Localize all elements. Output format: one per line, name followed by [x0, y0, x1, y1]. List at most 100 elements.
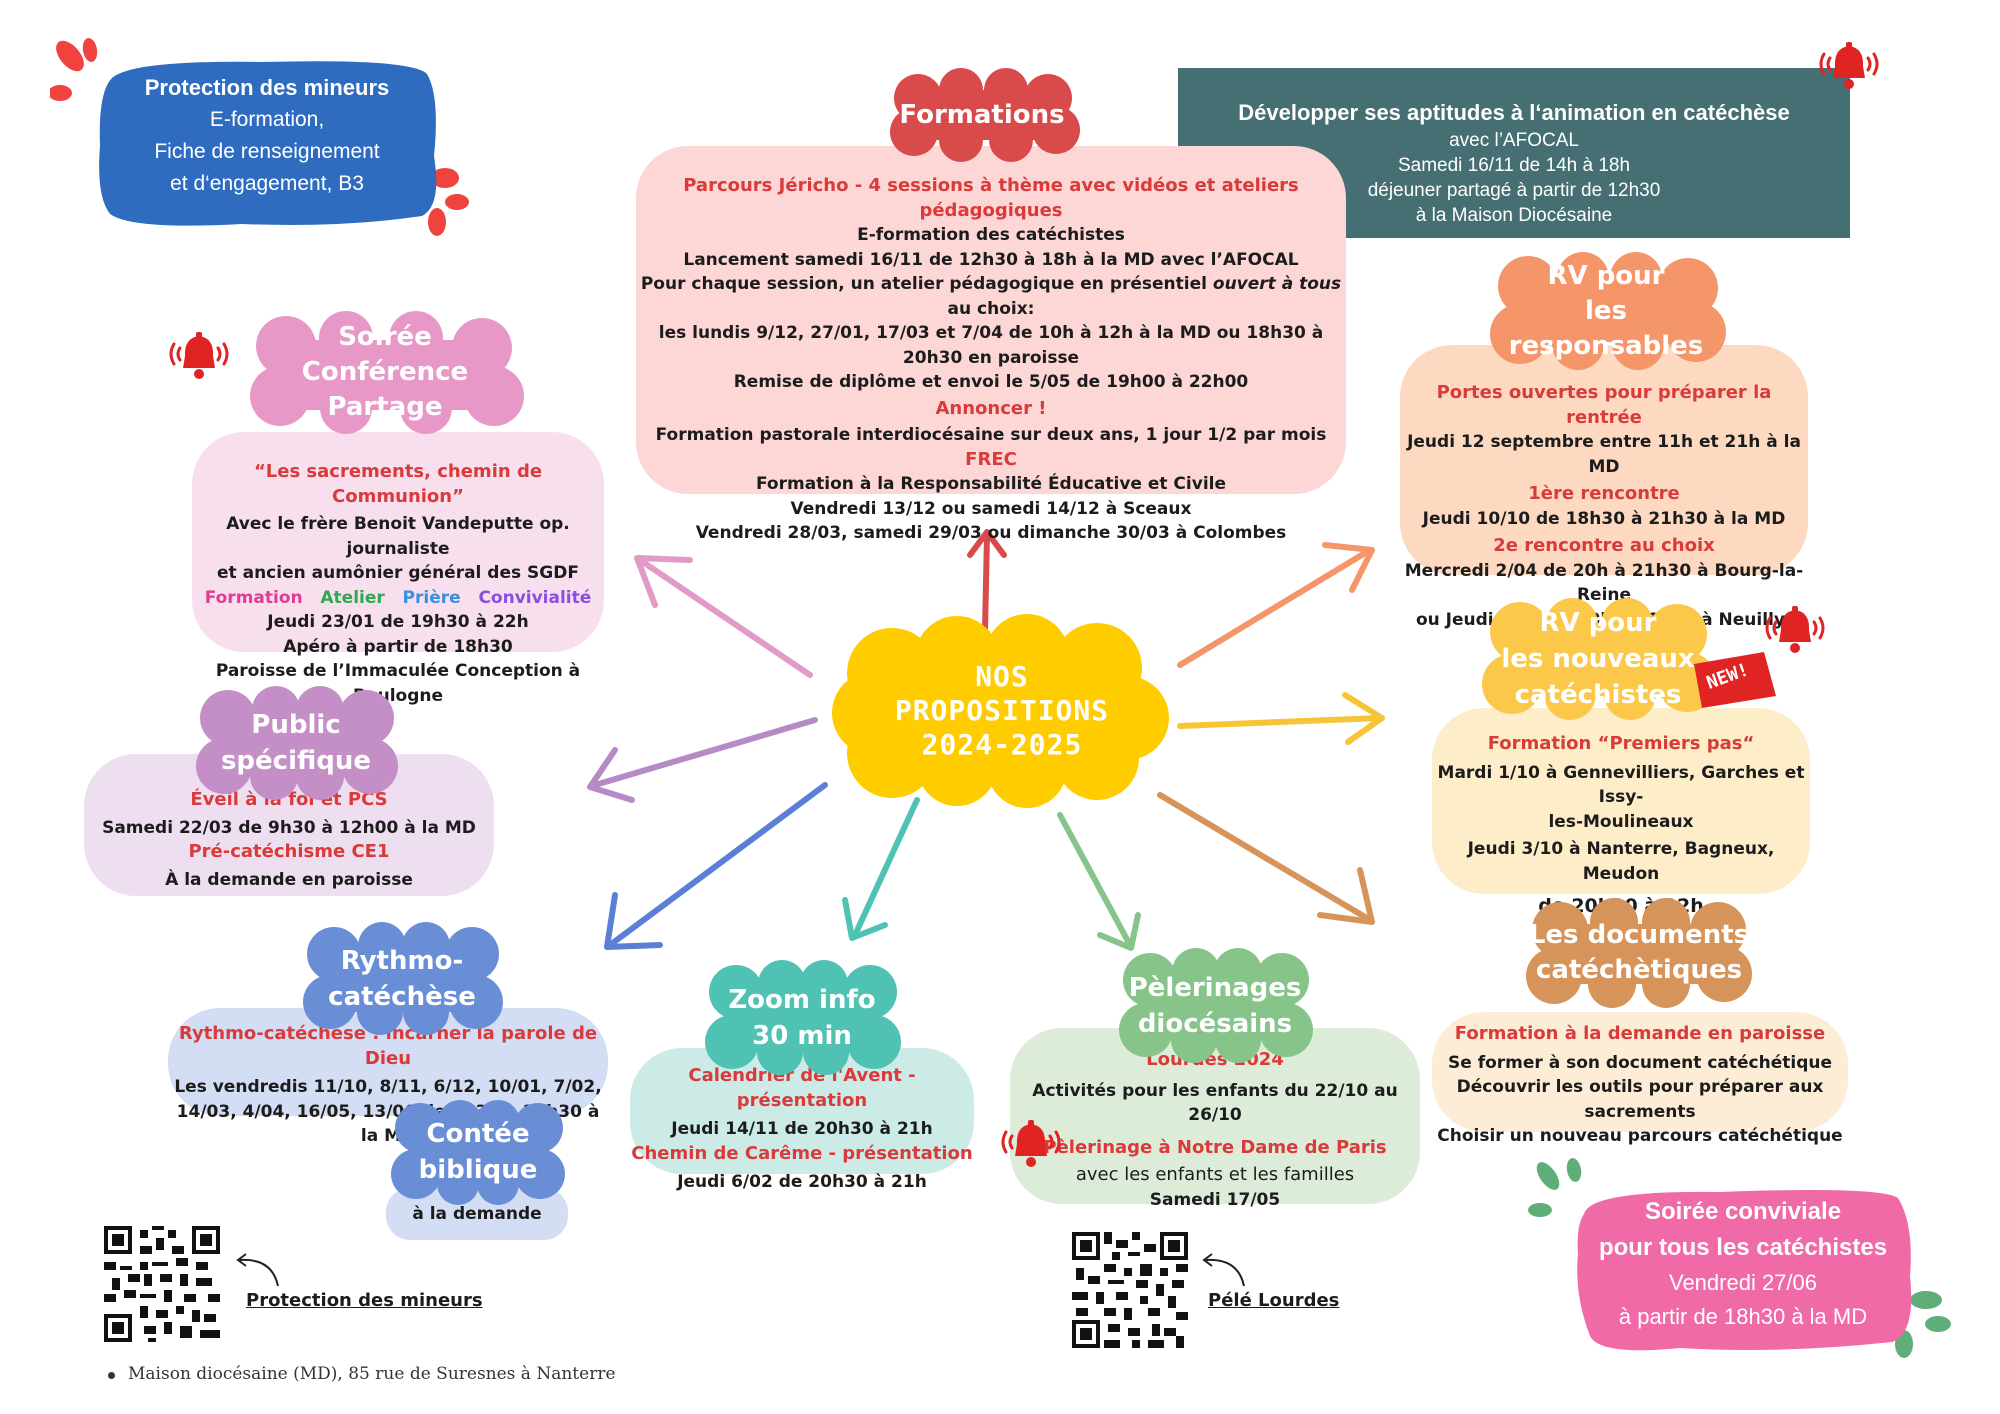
soiree-conviviale-line: Vendredi 27/06: [1668, 1270, 1818, 1295]
soiree-conviviale-title: Soirée conviviale: [1644, 1198, 1842, 1225]
center-line-2: PROPOSITIONS: [894, 694, 1110, 727]
arrow-rv-resp: [1177, 542, 1375, 668]
zoom-card: Calendrier de l'Avent - présentation Jeu…: [630, 1048, 974, 1192]
center-line-3: 2024-2025: [921, 728, 1083, 761]
red-splash-icon: [428, 168, 469, 236]
formations-line: Remise de diplôme et envoi le 5/05 de 19…: [733, 372, 1249, 392]
soiree-conf-line: Jeudi 23/01 de 19h30 à 22h: [267, 612, 529, 632]
pele-card: Lourdes 2024 Activités pour les enfants …: [1010, 1028, 1420, 1210]
soiree-conf-keywords: Formation Atelier Prière Convivialité: [192, 586, 604, 611]
protection-line: E-formation,: [209, 108, 325, 131]
docs-line: Se former à son document catéchétique: [1448, 1052, 1832, 1073]
rv-resp-line: Jeudi 12 septembre entre 11h et 21h à la…: [1407, 432, 1801, 477]
formations-line: Formation pastorale interdiocésaine sur …: [655, 425, 1327, 445]
public-heading: Pré-catéchisme CE1: [188, 841, 390, 862]
rv-resp-card: Portes ouvertes pour préparer la rentrée…: [1400, 345, 1808, 654]
qr-label-protection[interactable]: Protection des mineurs: [246, 1290, 483, 1311]
rv-new-line: les-Moulineaux: [1548, 811, 1694, 832]
pele-line: avec les enfants et les familles: [1075, 1164, 1355, 1185]
rv-new-line: Mardi 1/10 à Gennevilliers, Garches et I…: [1437, 762, 1805, 808]
arrow-docs: [1157, 792, 1375, 925]
docs-line: Choisir un nouveau parcours catéchétique: [1437, 1126, 1843, 1146]
keyword-priere: Prière: [402, 587, 461, 608]
rv-resp-tag: RV pour les responsables: [1488, 252, 1726, 370]
qr-code-protection[interactable]: [104, 1226, 220, 1342]
public-line: Samedi 22/03 de 9h30 à 12h00 à la MD: [102, 817, 476, 838]
afocal-line: Samedi 16/11 de 14h à 18h: [1397, 155, 1631, 176]
rv-resp-heading: 2e rencontre au choix: [1493, 535, 1715, 556]
alarm-bell-icon: [169, 332, 229, 379]
soiree-conf-tag-line: Soirée: [338, 321, 432, 352]
afocal-line: déjeuner partagé à partir de 12h30: [1367, 180, 1661, 201]
soiree-conf-card: “Les sacrements, chemin de Communion” Av…: [192, 432, 604, 706]
rv-new-heading: Formation “Premiers pas“: [1487, 733, 1755, 754]
docs-card: Formation à la demande en paroisse Se fo…: [1432, 1012, 1848, 1146]
center-cloud-shape: [832, 614, 1169, 808]
arrow-rv-new: [1177, 692, 1385, 745]
zoom-line: Jeudi 14/11 de 20h30 à 21h: [671, 1119, 933, 1139]
soiree-conf-line: Avec le frère Benoit Vandeputte op. jour…: [226, 514, 570, 559]
zoom-heading: Calendrier de l'Avent - présentation: [688, 1065, 916, 1111]
qr-code-icon: [104, 1226, 220, 1342]
soiree-conviviale-title: pour tous les catéchistes: [1598, 1234, 1888, 1261]
rv-new-tag-line: catéchistes: [1514, 680, 1682, 710]
formations-line: Vendredi 13/12 ou samedi 14/12 à Sceaux: [790, 498, 1192, 519]
qr-label-lourdes[interactable]: Pélé Lourdes: [1208, 1290, 1340, 1311]
rythmo-tag-line: catéchèse: [328, 982, 476, 1012]
protection-card: Protection des mineurs E-formation, Fich…: [92, 56, 442, 230]
pele-line: Activités pour les enfants du 22/10 au 2…: [1032, 1080, 1398, 1126]
qr-code-icon: [1072, 1232, 1188, 1348]
public-tag-line: Public: [251, 710, 341, 740]
alarm-bell-icon: [1001, 1120, 1061, 1167]
red-splash-icon: [50, 38, 98, 101]
rv-new-tag-line: les nouveaux: [1501, 644, 1695, 674]
new-badge: NEW!: [1694, 652, 1776, 708]
formations-frec: FREC: [965, 448, 1017, 470]
pele-line: Samedi 17/05: [1149, 1189, 1281, 1210]
footer-note: Maison diocésaine (MD), 85 rue de Suresn…: [108, 1364, 616, 1384]
docs-tag-line: Les documents: [1528, 920, 1750, 950]
zoom-heading: Chemin de Carême - présentation: [631, 1142, 973, 1164]
center-line-1: NOS: [975, 660, 1029, 693]
docs-tag-line: catéchètiques: [1535, 955, 1743, 985]
zoom-line: Jeudi 6/02 de 20h30 à 21h: [677, 1172, 927, 1192]
arrow-pele: [1057, 812, 1141, 951]
rythmo-tag-line: Rythmo-: [340, 946, 464, 976]
afocal-line: avec l’AFOCAL: [1449, 130, 1579, 151]
formations-tag-label: Formations: [899, 99, 1065, 130]
rythmo-card: Rythmo-catéchèse : incarner la parole de…: [168, 1008, 608, 1146]
arrow-public: [587, 717, 818, 803]
zoom-tag-line: 30 min: [752, 1021, 852, 1051]
contee-tag-line: biblique: [418, 1155, 538, 1185]
formations-line: E-formation des catéchistes: [857, 225, 1125, 245]
zoom-tag: Zoom info 30 min: [704, 960, 901, 1075]
rv-new-tag-line: RV pour: [1539, 608, 1657, 638]
docs-heading: Formation à la demande en paroisse: [1454, 1023, 1826, 1044]
rv-resp-heading: 1ère rencontre: [1528, 483, 1680, 504]
soiree-conf-line: et ancien aumônier général des SGDF: [217, 563, 579, 583]
zoom-tag-line: Zoom info: [728, 985, 876, 1015]
arrow-formations: [967, 529, 1007, 633]
protection-line: Fiche de renseignement: [154, 140, 380, 163]
rv-resp-tag-line: RV pour: [1547, 260, 1665, 291]
afocal-line: à la Maison Diocésaine: [1415, 205, 1613, 226]
qr-code-lourdes[interactable]: [1072, 1232, 1188, 1348]
bullet-dot: [108, 1372, 115, 1379]
rythmo-tag: Rythmo-catéchèse: [302, 922, 503, 1035]
formations-line: Vendredi 28/03, samedi 29/03 ou dimanche…: [695, 523, 1287, 543]
soiree-conviviale-line: à partir de 18h30 à la MD: [1618, 1304, 1868, 1329]
formations-line: Pour chaque session, un atelier pédagogi…: [640, 274, 1342, 319]
curved-arrow-icon: [1202, 1253, 1245, 1287]
rythmo-line: Les vendredis 11/10, 8/11, 6/12, 10/01, …: [174, 1077, 602, 1097]
protection-card-shape: [99, 61, 437, 226]
docs-tag: Les documents catéchètiques: [1524, 898, 1754, 1008]
soiree-conviviale-card: Soirée conviviale pour tous les catéchis…: [1570, 1184, 1916, 1354]
rv-resp-tag-line: les responsables: [1508, 295, 1704, 361]
formations-annoncer: Annoncer !: [935, 397, 1047, 419]
alarm-bell-icon: [1765, 606, 1825, 653]
formations-line: les lundis 9/12, 27/01, 17/03 et 7/04 de…: [658, 323, 1324, 368]
